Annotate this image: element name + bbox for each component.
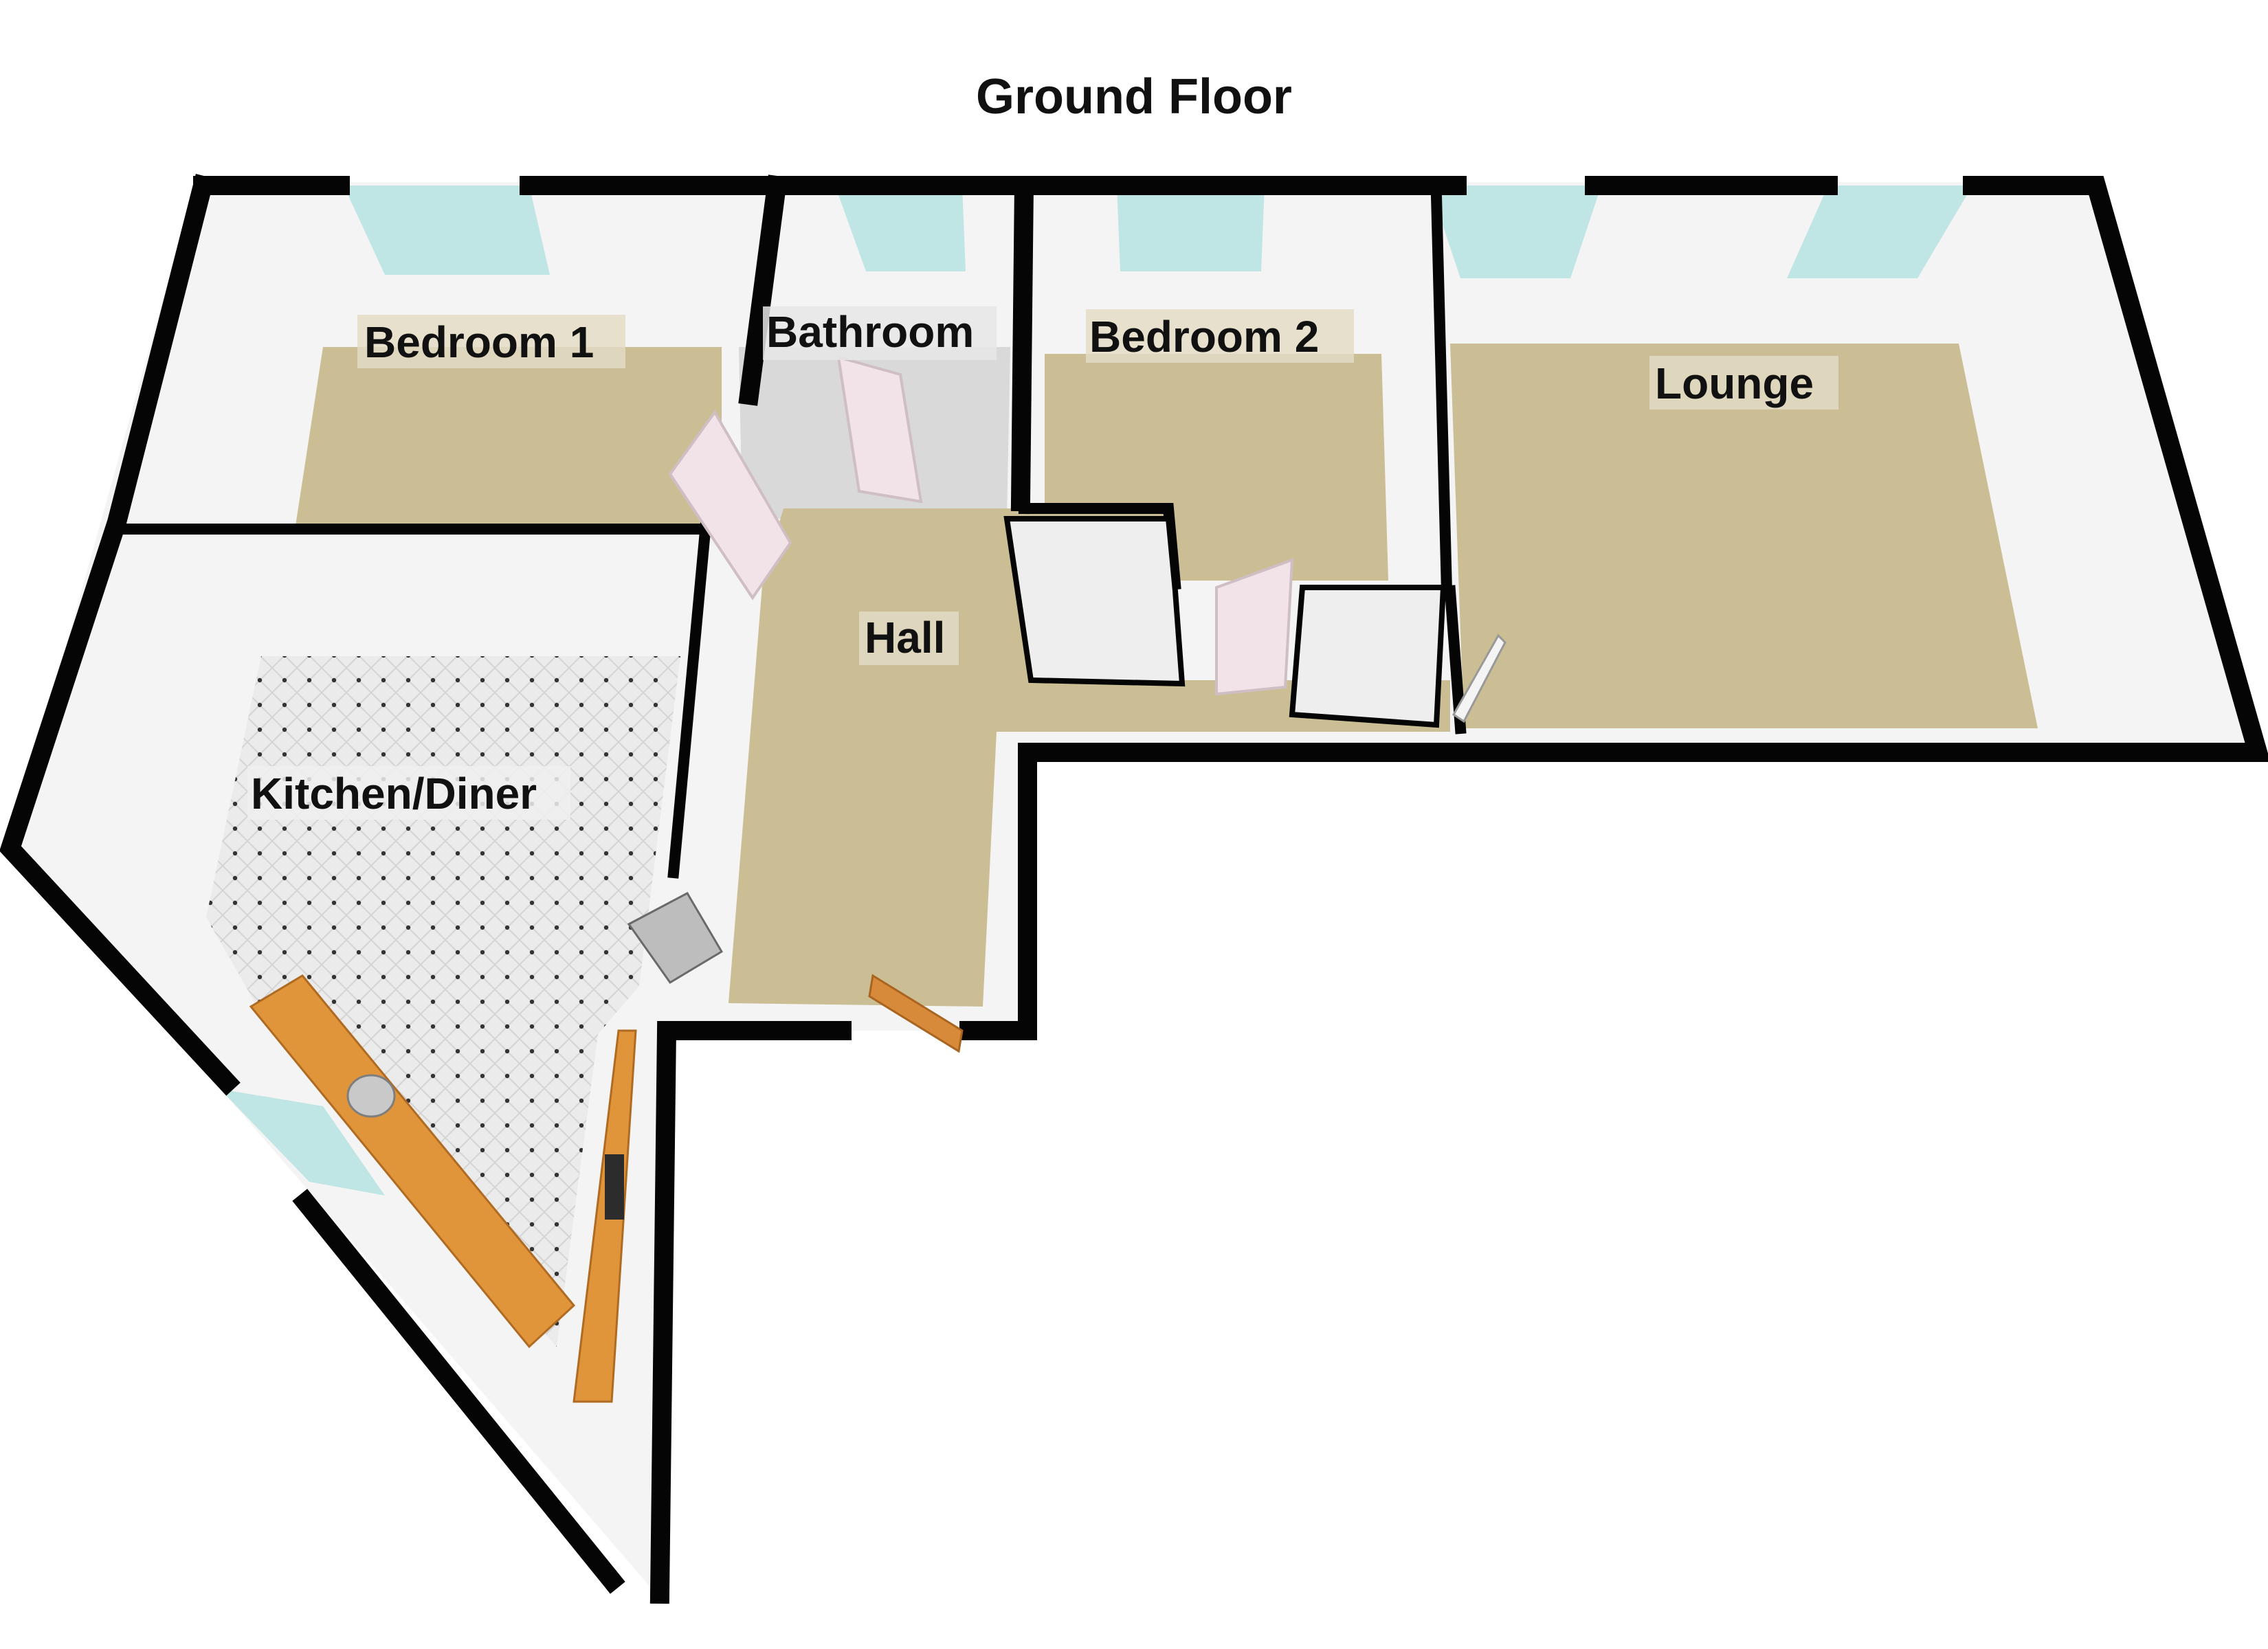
bedroom1-label-plate xyxy=(357,315,625,368)
lounge-floor xyxy=(1450,344,2038,728)
lounge-label: Lounge xyxy=(1655,359,1814,408)
bedroom1-floor xyxy=(296,347,722,526)
hall-label-plate xyxy=(859,612,959,665)
kitchen-hall-wall xyxy=(667,495,714,879)
front-door-icon xyxy=(868,974,964,1053)
page-title: Ground Floor xyxy=(976,69,1292,124)
bedroom1-door-icon xyxy=(668,410,792,601)
bathroom-bedroom2-wall xyxy=(1018,190,1034,515)
bathroom-label: Bathroom xyxy=(766,307,974,357)
bathroom-window-icon xyxy=(835,186,966,271)
kitchen-label-plate xyxy=(247,766,570,820)
kitchen-label: Kitchen/Diner xyxy=(251,769,537,818)
lounge-window-left-icon xyxy=(1430,186,1601,278)
lounge-door-icon xyxy=(1452,633,1507,723)
bedroom1-window-icon xyxy=(344,186,550,275)
bedroom2-window-icon xyxy=(1117,186,1265,271)
bedroom2-lower-wall xyxy=(1289,585,1447,728)
bedroom2-door-icon xyxy=(1215,558,1294,696)
bathroom-label-plate xyxy=(763,306,997,360)
kitchen-cabinet-icon xyxy=(627,892,724,985)
bedroom2-lounge-wall xyxy=(1430,190,1453,597)
lounge-label-plate xyxy=(1649,356,1838,410)
sink-icon xyxy=(346,1074,396,1118)
bedroom2-label-plate xyxy=(1086,309,1354,363)
bedroom1-label: Bedroom 1 xyxy=(364,317,594,367)
hob-icon xyxy=(605,1154,624,1220)
outer-wall xyxy=(0,173,2268,1604)
hall-label: Hall xyxy=(865,613,945,662)
bedroom2-label: Bedroom 2 xyxy=(1089,312,1319,361)
kitchen-worktop-sink-icon xyxy=(249,974,576,1349)
hall-closet xyxy=(1003,516,1186,687)
kitchen-window-icon xyxy=(220,1089,385,1196)
bathroom-door-icon xyxy=(836,355,923,504)
lounge-window-right-icon xyxy=(1787,186,1972,278)
kitchen-floor xyxy=(206,656,680,1347)
